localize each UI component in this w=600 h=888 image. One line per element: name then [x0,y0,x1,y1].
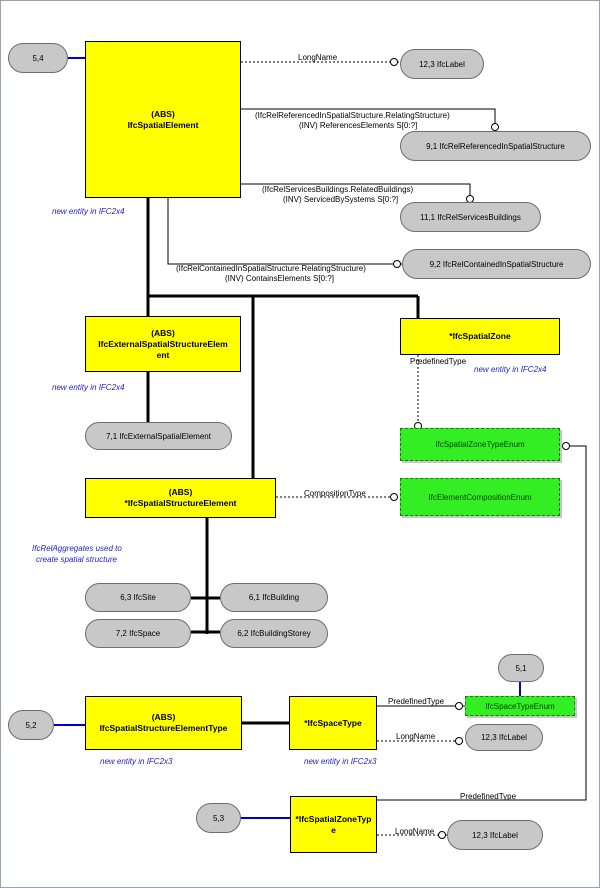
services-line [241,183,471,198]
ref-ifc-rel-referenced-in-spatial-structure[interactable]: 9,1 IfcRelReferencedInSpatialStructure [400,131,591,161]
ref-label: 7,1 IfcExternalSpatialElement [106,431,211,441]
abstract-marker: (ABS) [168,487,193,497]
ref-ifc-building[interactable]: 6,1 IfcBuilding [220,583,328,612]
composition-end [390,493,398,501]
note-new-spatial-element: new entity in IFC2x4 [52,207,125,216]
entity-ifc-spatial-structure-element[interactable]: (ABS) *IfcSpatialStructureElement [85,478,276,518]
ref-label: 12,3 IfcLabel [419,59,465,69]
ref-label: 6,2 IfcBuildingStorey [237,629,311,638]
enum-ifc-space-type-enum[interactable]: IfcSpaceTypeEnum [465,696,575,716]
zonetype-longname-end [438,831,446,839]
zonetype-predefined-end [562,442,570,450]
page-ref-5-1[interactable]: 5,1 [498,654,544,682]
ref-ifc-space[interactable]: 7,2 IfcSpace [85,619,191,648]
ref-label: 7,2 IfcSpace [115,629,161,638]
ref-label: 5,3 [212,813,225,823]
ref-label: 6,1 IfcBuilding [248,593,300,602]
ref-label: 11,1 IfcRelServicesBuildings [420,212,521,222]
enum-ifc-element-composition-enum[interactable]: IfcElementCompositionEnum [400,478,560,516]
enum-name: IfcSpaceTypeEnum [485,701,555,711]
enum-name: IfcElementCompositionEnum [428,492,532,502]
referenced-end [491,123,499,131]
attr-composition-type: CompositionType [304,489,366,498]
entity-ifc-spatial-structure-element-type[interactable]: (ABS) IfcSpatialStructureElementType [85,696,242,750]
enum-ifc-spatial-zone-type-enum[interactable]: IfcSpatialZoneTypeEnum [400,428,560,461]
entity-name: *IfcSpatialZone [449,331,511,341]
contained-line [167,198,402,265]
ref-ifc-building-storey[interactable]: 6,2 IfcBuildingStorey [220,619,328,648]
ref-label: 5,4 [32,53,44,63]
note-new-spatial-zone: new entity in IFC2x4 [474,365,547,374]
attr-longname-zone-type: LongName [395,827,435,836]
note-new-external: new entity in IFC2x4 [52,383,125,392]
ref-ifc-label-zone-type[interactable]: 12,3 IfcLabel [447,820,543,850]
ref-ifc-external-spatial-element[interactable]: 7,1 IfcExternalSpatialElement [85,422,232,450]
page-ref-5-4[interactable]: 5,4 [8,43,68,73]
note-new-spatial-structure-type: new entity in IFC2x3 [100,757,173,766]
entity-name: IfcExternalSpatialStructureElement [98,338,228,360]
space-longname-end [455,737,463,745]
entity-name: IfcSpatialElement [127,119,199,130]
referenced-line [241,108,496,126]
zonetype-predefined-line [377,445,587,801]
attr-predefined-type-zone: PredefinedType [410,357,467,366]
attr-services-line2: (INV) ServicedBySystems S[0:?] [283,195,399,204]
entity-ifc-spatial-zone[interactable]: *IfcSpatialZone [400,318,560,355]
abstract-marker: (ABS) [151,327,175,338]
ref-label: 9,2 IfcRelContainedInSpatialStructure [429,259,564,269]
attr-longname-top: LongName [298,53,338,62]
ref-ifc-rel-contained-in-spatial-structure[interactable]: 9,2 IfcRelContainedInSpatialStructure [402,249,591,279]
note-new-space-type: new entity in IFC2x3 [304,757,377,766]
page-ref-5-2[interactable]: 5,2 [8,710,54,740]
ref-ifc-site[interactable]: 6,3 IfcSite [85,583,191,612]
entity-name: *IfcSpatialStructureElement [124,498,237,508]
ref-ifc-label-top[interactable]: 12,3 IfcLabel [400,49,484,79]
ref-label: 5,1 [515,663,527,673]
entity-ifc-space-type[interactable]: *IfcSpaceType [289,696,377,750]
note-aggregates-line1: IfcRelAggregates used to [32,544,122,553]
contained-end [393,260,401,268]
attr-longname-space: LongName [396,732,436,741]
ref-label: 6,3 IfcSite [120,593,156,602]
longname-top-end [390,58,398,66]
entity-ifc-spatial-zone-type[interactable]: *IfcSpatialZoneType [290,796,377,853]
page-ref-5-3[interactable]: 5,3 [196,803,241,833]
enum-name: IfcSpatialZoneTypeEnum [435,440,525,449]
abstract-marker: (ABS) [151,712,176,722]
ref-ifc-rel-services-buildings[interactable]: 11,1 IfcRelServicesBuildings [400,202,541,232]
entity-name: *IfcSpaceType [304,717,362,728]
attr-referenced-line1: (IfcRelReferencedInSpatialStructure.Rela… [255,111,450,120]
ref-label: 12,3 IfcLabel [472,830,518,840]
attr-contained-line1: (IfcRelContainedInSpatialStructure.Relat… [176,264,366,273]
attr-predefined-type-space: PredefinedType [388,697,445,706]
ref-label: 12,3 IfcLabel [481,733,527,742]
attr-services-line1: (IfcRelServicesBuildings.RelatedBuilding… [262,185,414,194]
entity-name: *IfcSpatialZoneType [295,813,372,835]
abstract-marker: (ABS) [151,108,175,119]
attr-predefined-type-zone-type: PredefinedType [460,792,517,801]
attr-referenced-line2: (INV) ReferencesElements S[0:?] [299,121,418,130]
note-aggregates-line2: create spatial structure [36,555,117,564]
entity-name: IfcSpatialStructureElementType [99,723,228,733]
entity-ifc-external-spatial-structure-element[interactable]: (ABS) IfcExternalSpatialStructureElement [85,316,241,372]
ref-label: 9,1 IfcRelReferencedInSpatialStructure [426,141,565,151]
ref-label: 5,2 [25,720,37,730]
space-predefined-end [455,702,463,710]
attr-contained-line2: (INV) ContainsElements S[0:?] [225,274,334,283]
entity-ifc-spatial-element[interactable]: (ABS) IfcSpatialElement [85,41,241,198]
ref-ifc-label-space-type[interactable]: 12,3 IfcLabel [465,724,543,751]
